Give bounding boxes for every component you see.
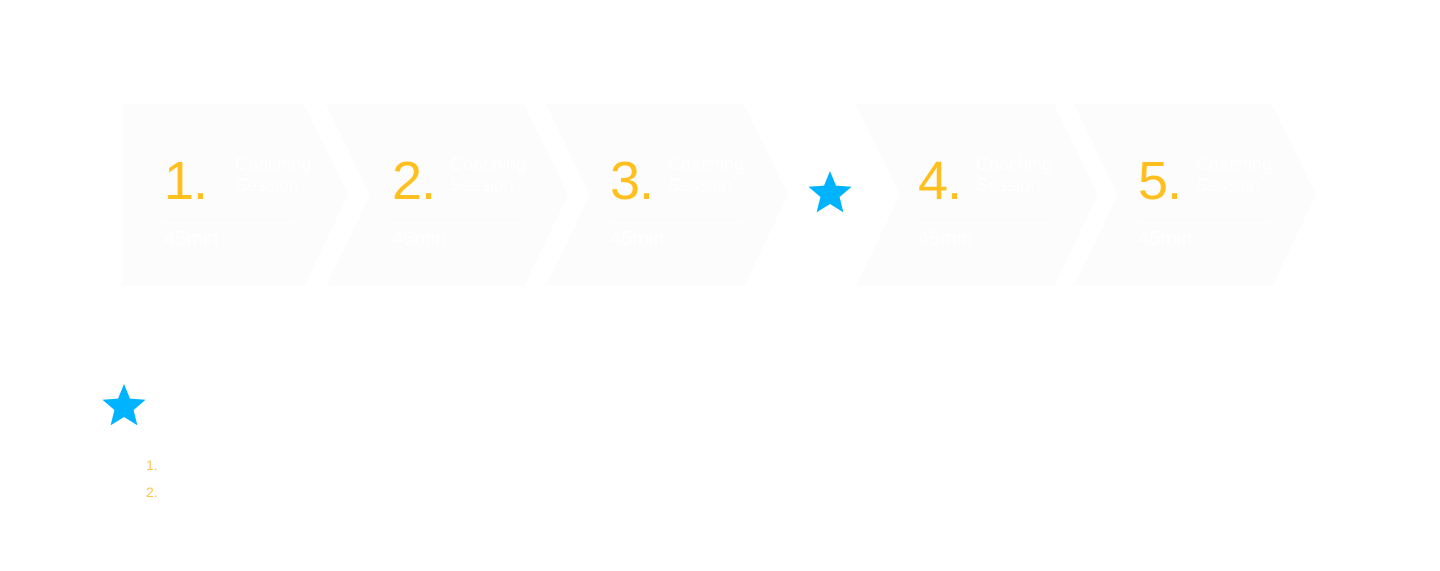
milestone-star-icon [806, 168, 854, 216]
process-step-1: 1. Coaching Session 45min [122, 104, 348, 286]
step-number: 4. [918, 151, 962, 211]
step-duration: 45min [918, 228, 973, 250]
step-title: Coaching Session [668, 154, 745, 195]
step-duration: 45min [1138, 228, 1193, 250]
step-title: Coaching Session [1196, 154, 1273, 195]
notes-list-item: 1. [146, 452, 158, 479]
process-step-2: 2. Coaching Session 45min [326, 104, 568, 286]
step-duration: 45min [610, 228, 665, 250]
list-marker: 1. [146, 457, 158, 473]
step-title: Coaching Session [976, 154, 1053, 195]
step-duration: 45min [164, 228, 219, 250]
chevron-shape [856, 104, 1098, 286]
process-step-4: 4. Coaching Session 45min [856, 104, 1098, 286]
step-title: Coaching Session [450, 154, 527, 195]
notes-list: 1. 2. [146, 452, 158, 506]
list-marker: 2. [146, 484, 158, 500]
legend-star-icon [100, 381, 148, 429]
chevron-shape [326, 104, 568, 286]
step-number: 5. [1138, 151, 1182, 211]
process-step-3: 3. Coaching Session 45min [546, 104, 788, 286]
step-title: Coaching Session [235, 154, 312, 195]
chevron-shape [546, 104, 788, 286]
step-number: 2. [392, 151, 436, 211]
step-duration: 45min [392, 228, 447, 250]
notes-list-item: 2. [146, 479, 158, 506]
step-number: 1. [164, 151, 208, 211]
step-number: 3. [610, 151, 654, 211]
chevron-shape [122, 104, 348, 286]
chevron-shape [1074, 104, 1316, 286]
process-step-5: 5. Coaching Session 45min [1074, 104, 1316, 286]
